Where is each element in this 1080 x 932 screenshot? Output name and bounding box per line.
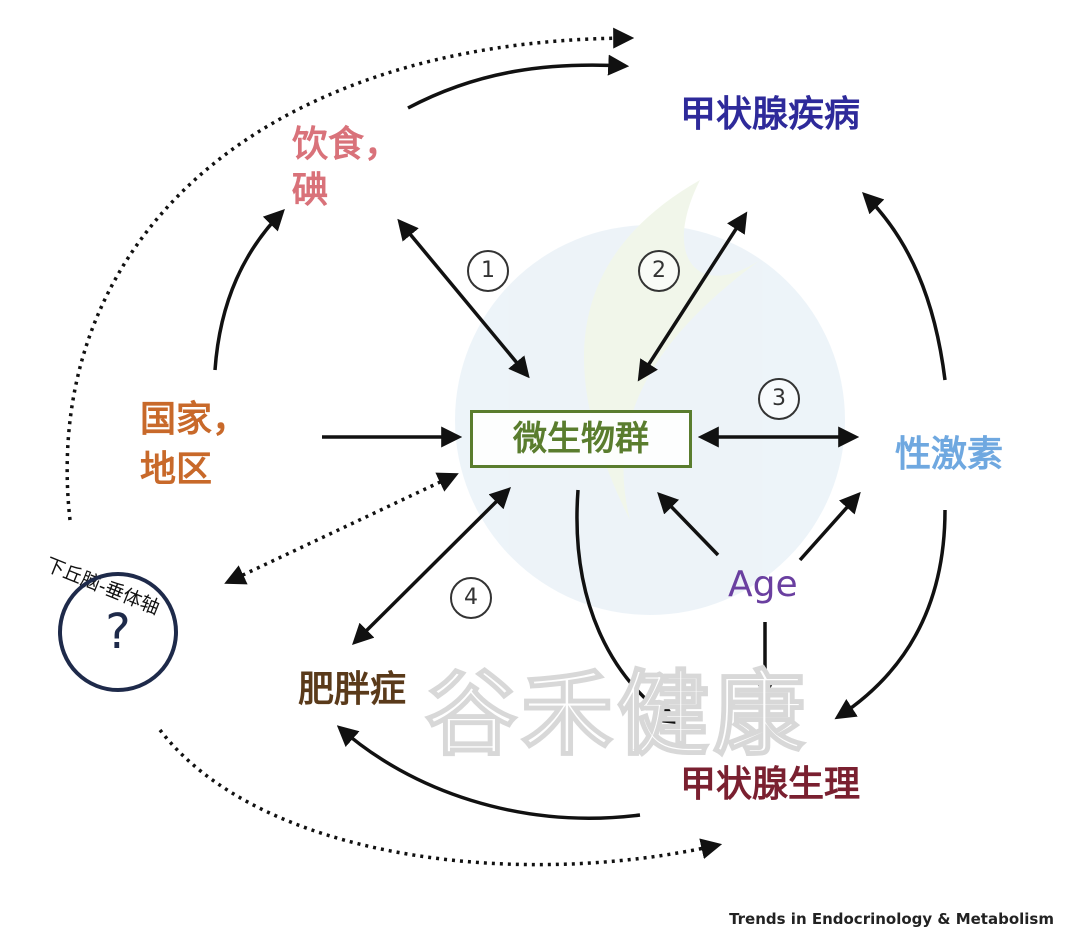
node-thyroid-disease: 甲状腺疾病 — [680, 94, 861, 135]
arrows — [65, 27, 947, 867]
arrow-microbiota-to-physiology — [575, 489, 679, 725]
node-diet-line2: 碘 — [292, 170, 329, 211]
arrow-diet-to-disease — [407, 54, 630, 110]
arrow-age-to-hormones — [798, 491, 861, 562]
node-country-line2: 地区 — [140, 449, 213, 490]
arrow-country-to-diet — [213, 208, 285, 371]
dotted-arc-top — [65, 27, 635, 521]
arrow-hormones-to-physiology — [834, 509, 947, 720]
marker-1: 1 — [467, 250, 509, 292]
node-age: Age — [728, 564, 798, 605]
marker-2: 2 — [638, 250, 680, 292]
dotted-arrow-hpa — [224, 472, 459, 585]
arrow-physiology-to-obesity — [336, 725, 641, 820]
node-obesity: 肥胖症 — [298, 669, 407, 710]
question-circle: ? — [58, 572, 178, 692]
marker-4: 4 — [450, 577, 492, 619]
journal-credit: Trends in Endocrinology & Metabolism — [729, 910, 1054, 928]
node-microbiota: 微生物群 — [470, 410, 692, 468]
arrow-2 — [637, 211, 748, 382]
arrow-1 — [397, 218, 530, 379]
node-thyroid-physiology: 甲状腺生理 — [680, 764, 861, 805]
arrow-age-to-microbiota — [657, 491, 720, 557]
arrow-4 — [352, 487, 511, 645]
node-sex-hormones: 性激素 — [895, 434, 1004, 475]
marker-3: 3 — [758, 378, 800, 420]
node-diet-line1: 饮食， — [292, 124, 401, 165]
arrow-hormones-to-disease — [862, 192, 947, 381]
node-country-line1: 国家， — [140, 399, 249, 440]
watermark: 谷禾健康 — [424, 660, 810, 769]
